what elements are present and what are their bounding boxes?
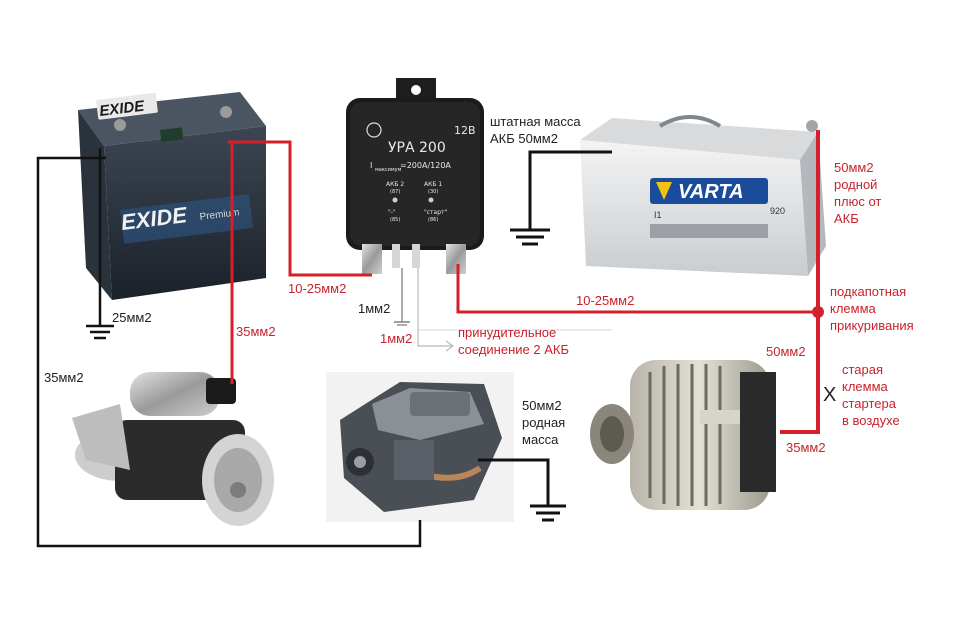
wire-relay-to-junction [456, 264, 812, 314]
varta-code: I1 [654, 210, 662, 220]
exide-premium-text: Premium [199, 207, 240, 223]
relay-ura200: 12В УРА 200 I максимум =200А/120А АКБ 2 … [346, 78, 484, 274]
label-wire-10-25-mid: 10-25мм2 [576, 293, 635, 308]
relay-model: УРА 200 [388, 140, 446, 156]
relay-voltage: 12В [454, 124, 476, 137]
label-plus50-3: плюс от [834, 194, 882, 209]
battery-varta: VARTA I1 920 [580, 115, 826, 276]
label-plus50-4: АКБ [834, 211, 859, 226]
relay-term-akb1: АКБ 1 [424, 181, 442, 188]
varta-brand: VARTA [678, 181, 744, 203]
relay-term-akb2-code: (87) [390, 189, 400, 195]
relay-term-minus-code: (85) [390, 217, 400, 223]
label-wire-50-alt: 50мм2 [766, 344, 806, 359]
label-engine-ground-1: 50мм2 [522, 398, 562, 413]
label-old-terminal-3: стартера [842, 396, 896, 411]
varta-number: 920 [770, 206, 785, 216]
wire-exide-to-engine [36, 156, 422, 548]
label-forced-2: соединение 2 АКБ [458, 342, 569, 357]
starter-motor [72, 372, 274, 526]
varta-terminal-plus [806, 120, 818, 132]
label-engine-ground-2: родная [522, 415, 566, 430]
label-hood-terminal-2: клемма [830, 301, 876, 316]
relay-term-start-code: (86) [428, 217, 438, 223]
label-wire-1-black: 1мм2 [358, 301, 391, 316]
relay-term-akb2: АКБ 2 [386, 181, 404, 188]
wire-forced-connection [417, 268, 452, 347]
label-old-terminal-4: в воздухе [842, 413, 900, 428]
junction-dot [812, 306, 824, 318]
relay-logo-icon [366, 122, 382, 138]
label-hood-terminal-3: прикуривания [830, 318, 914, 333]
label-wire-35-left: 35мм2 [44, 370, 84, 385]
wire-exide-to-relay [228, 140, 372, 277]
label-native-ground-1: штатная масса [490, 114, 581, 129]
relay-rating-sub: максимум [375, 167, 402, 173]
wires [36, 130, 824, 548]
label-wire-1-red: 1мм2 [380, 331, 413, 346]
wire-engine-ground [478, 458, 550, 506]
engine [326, 372, 514, 522]
relay-stud-left [362, 244, 382, 274]
label-forced-1: принудительное [458, 325, 557, 340]
exide-terminal-plus [220, 106, 232, 118]
label-old-terminal-2: клемма [842, 379, 888, 394]
label-wire-10-25-left: 10-25мм2 [288, 281, 347, 296]
label-plus50-2: родной [834, 177, 878, 192]
relay-rating-prefix: I [370, 161, 372, 170]
label-plus50-1: 50мм2 [834, 160, 874, 175]
wire-varta-plus [780, 130, 820, 434]
label-engine-ground-3: масса [522, 432, 559, 447]
battery-exide: EXIDE EXIDE Premium [78, 92, 266, 300]
exide-top-brand: EXIDE [98, 97, 146, 119]
varta-logo-icon [656, 182, 672, 200]
label-wire-35-right: 35мм2 [786, 440, 826, 455]
label-hood-terminal-1: подкапотная [830, 284, 907, 299]
label-wire-25: 25мм2 [112, 310, 152, 325]
x-mark-icon: X [823, 384, 837, 406]
wire-varta-ground [528, 150, 612, 230]
label-wire-35-mid: 35мм2 [236, 324, 276, 339]
alternator [590, 360, 776, 510]
relay-stud-right [446, 244, 466, 274]
relay-term-akb1-code: (30) [428, 189, 438, 195]
relay-term-start: "старт" [424, 209, 448, 216]
label-old-terminal-1: старая [842, 362, 884, 377]
relay-rating: =200А/120А [400, 161, 451, 170]
relay-term-minus: "-" [388, 209, 396, 216]
exide-terminal-minus [114, 119, 126, 131]
label-native-ground-2: АКБ 50мм2 [490, 131, 558, 146]
